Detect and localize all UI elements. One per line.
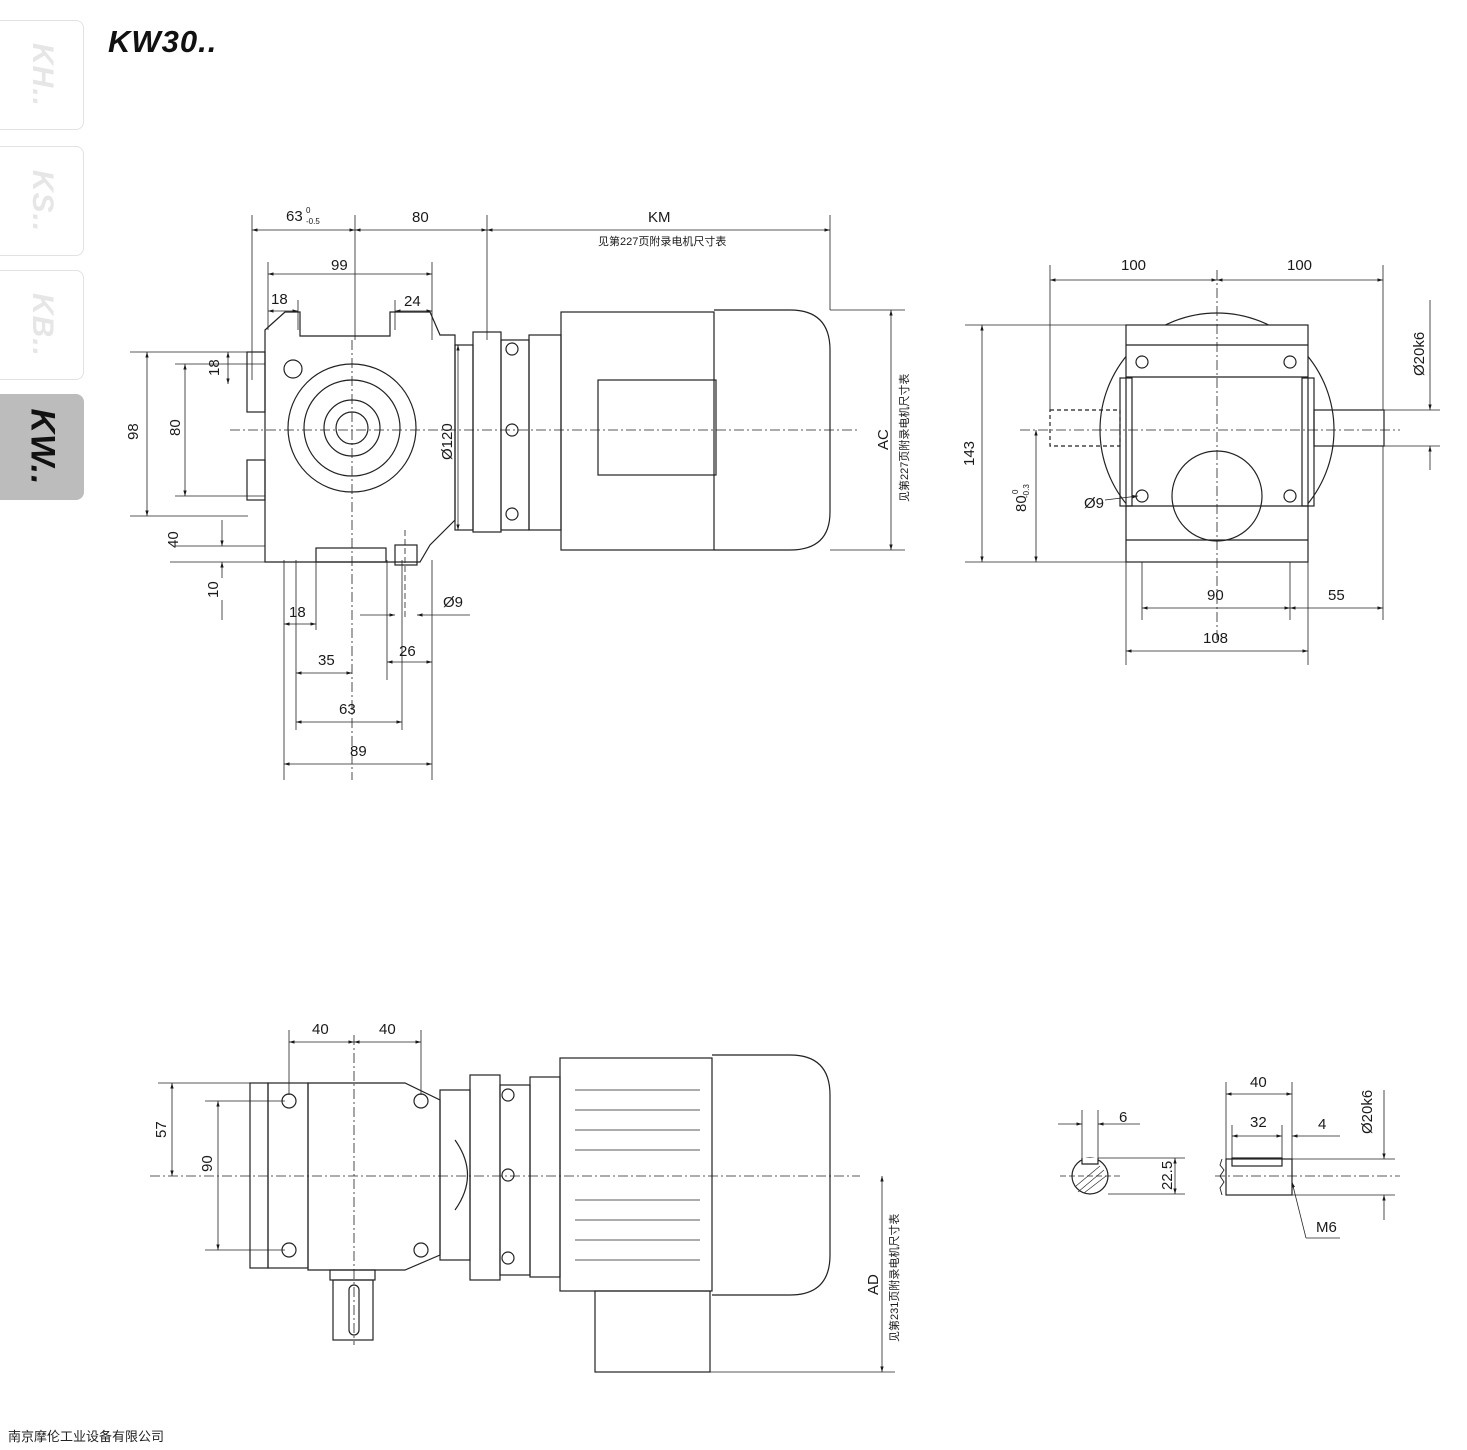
dim-20k6: Ø20k6 [1411,332,1428,376]
dim-26: 26 [399,643,416,660]
shaft-detail-dimensions [1058,1082,1395,1239]
tab-kh[interactable]: KH.. [0,20,84,130]
dim-100-right: 100 [1287,257,1312,274]
dim-40-left: 40 [312,1021,329,1038]
dim-143: 143 [961,441,978,466]
dim-40-right: 40 [379,1021,396,1038]
dim-ad: AD [865,1274,882,1295]
dim-80-tol-bot: -0.3 [1022,484,1031,498]
dim-24: 24 [404,293,421,310]
dim-m6: M6 [1316,1219,1337,1236]
dim-32: 32 [1250,1114,1267,1131]
side-view-dimensions [965,265,1440,665]
dim-100-left: 100 [1121,257,1146,274]
dim-63-bot: 63 [339,701,356,718]
ac-note: 见第227页附录电机尺寸表 [897,374,911,502]
dim-63-tol-bot: -0.5 [306,217,320,226]
dim-63-tol-top: 0 [306,206,311,215]
dim-35: 35 [318,652,335,669]
side-view [1020,270,1400,640]
tab-kw[interactable]: KW.. [0,394,84,500]
front-view [230,309,860,780]
dim-55: 55 [1328,587,1345,604]
dim-80-top: 80 [412,209,429,226]
dim-40-shaft: 40 [1250,1074,1267,1091]
dim-80: 80 [1013,495,1030,512]
dim-9: Ø9 [443,594,463,611]
dim-km: KM [648,209,671,226]
shaft-detail [1060,1157,1400,1196]
footer-company: 南京摩伦工业设备有限公司 [8,1429,165,1444]
dim-20k6-shaft: Ø20k6 [1359,1090,1376,1134]
dim-99: 99 [331,257,348,274]
top-view-dimensions [158,1030,895,1373]
dim-90: 90 [1207,587,1224,604]
dim-22-5: 22.5 [1159,1161,1176,1190]
tab-ks[interactable]: KS.. [0,146,84,256]
dim-80-tol-top: 0 [1011,489,1020,494]
ad-note: 见第231页附录电机尺寸表 [887,1214,901,1342]
dim-40: 40 [165,531,182,548]
tab-kb[interactable]: KB.. [0,270,84,380]
shaft-detail-labels: 6 22.5 40 32 4 Ø20k6 M6 [1119,1074,1376,1236]
front-view-dimensions [130,215,905,780]
dim-98: 98 [125,423,142,440]
dim-80-left: 80 [167,419,184,436]
top-view-labels: 40 40 57 90 AD 见第231页附录电机尺寸表 [153,1021,901,1342]
dim-57: 57 [153,1121,170,1138]
dim-18-top: 18 [271,291,288,308]
dim-120: Ø120 [439,423,456,460]
top-view [150,1035,860,1373]
dim-63: 63 [286,208,303,225]
front-view-labels: 63 0 -0.5 80 KM 见第227页附录电机尺寸表 99 18 24 1… [125,206,911,760]
dim-10: 10 [205,581,222,598]
dim-9-side: Ø9 [1084,495,1104,512]
page-title: KW30.. [108,24,218,59]
dim-18-left: 18 [206,359,223,376]
dim-18-bot: 18 [289,604,306,621]
dim-6: 6 [1119,1109,1127,1126]
dim-ac: AC [875,429,892,450]
dim-108: 108 [1203,630,1228,647]
dim-4: 4 [1318,1116,1326,1133]
km-note: 见第227页附录电机尺寸表 [598,234,726,248]
dim-89: 89 [350,743,367,760]
side-view-labels: 100 100 143 80 0 -0.3 Ø9 Ø20k6 90 55 108 [961,257,1428,647]
dim-90-top: 90 [199,1155,216,1172]
